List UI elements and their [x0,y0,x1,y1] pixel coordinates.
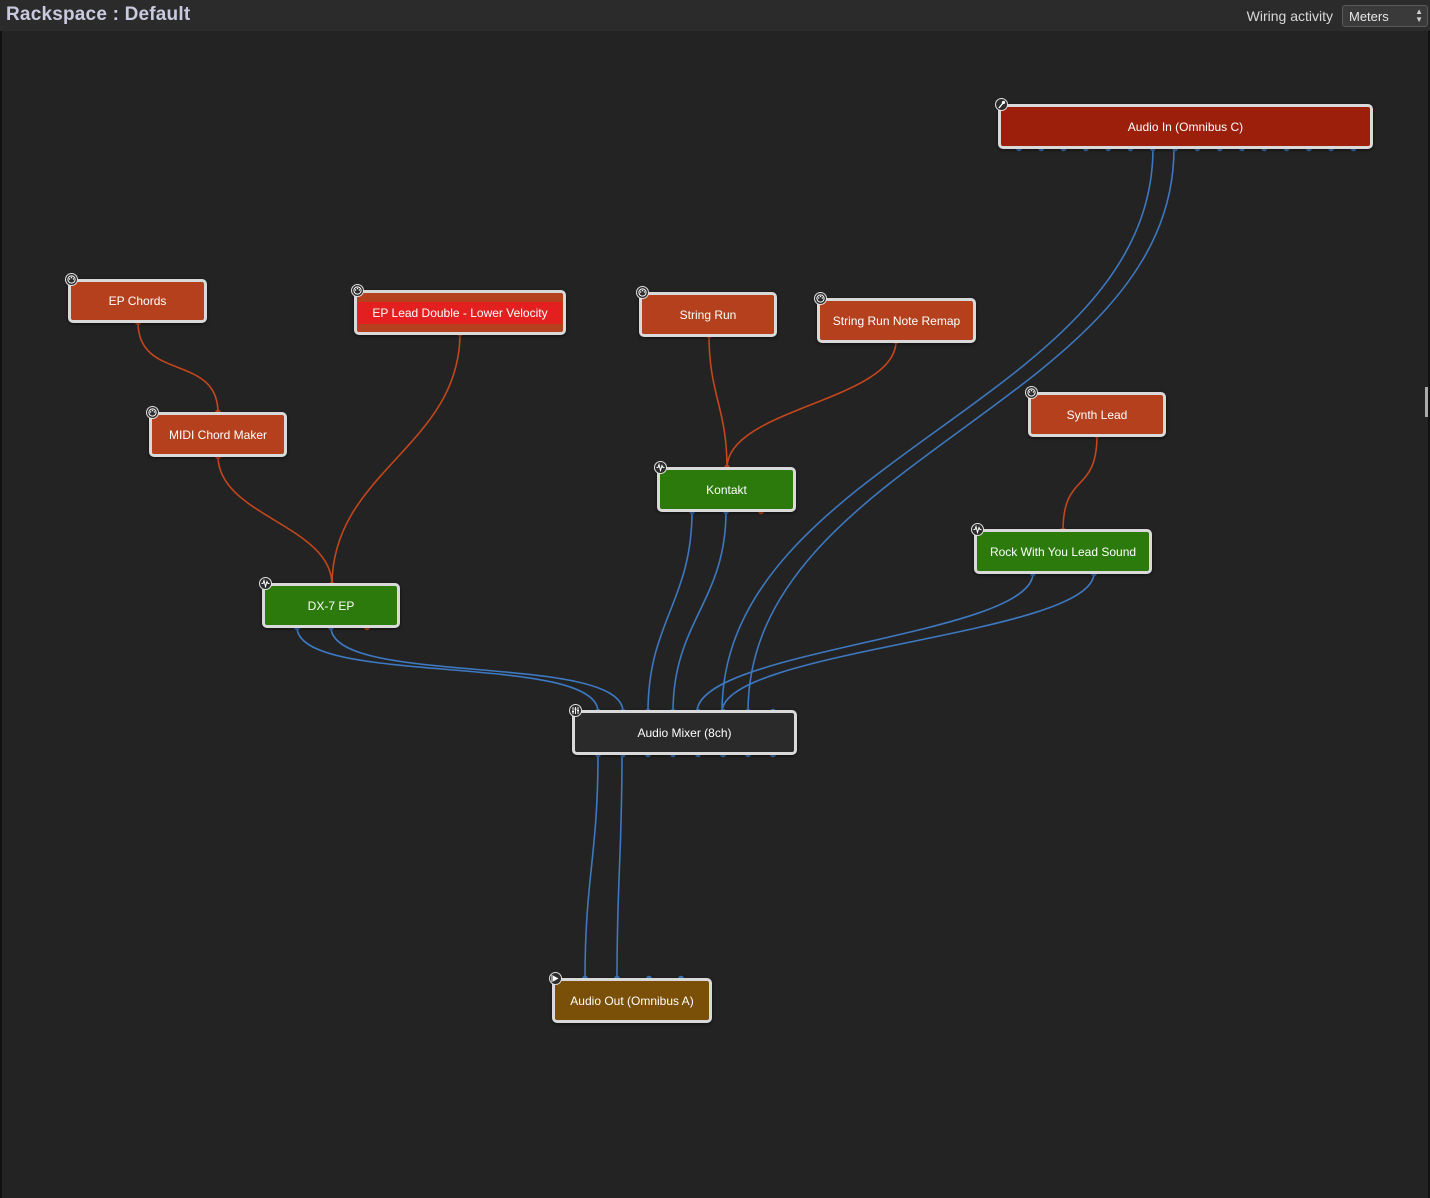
plugin-wave-icon [654,461,667,474]
audio-wire[interactable] [747,147,1175,713]
node-audio-in[interactable]: Audio In (Omnibus C) [995,98,1373,149]
audio-wire[interactable] [584,753,599,980]
midi-wire[interactable] [1062,434,1098,532]
plugin-wave-icon [259,577,272,590]
node-string-run[interactable]: String Run [636,286,777,337]
node-audio-mixer[interactable]: Audio Mixer (8ch) [569,704,797,755]
midi-wire[interactable] [708,334,728,469]
midi-wire[interactable] [137,321,219,414]
node-string-run-note-remap[interactable]: String Run Note Remap [814,292,976,343]
node-label: String Run Note Remap [832,313,961,328]
select-arrows-icon: ▲▼ [1415,7,1423,24]
node-label: EP Chords [108,294,167,308]
node-label: Audio Mixer (8ch) [637,725,732,740]
wiring-activity-value: Meters [1349,9,1389,24]
node-label: MIDI Chord Maker [168,427,268,442]
wiring-canvas[interactable] [0,31,1430,1198]
audio-wire[interactable] [296,626,599,713]
node-label: Synth Lead [1066,407,1128,422]
node-label: Kontakt [706,482,747,497]
wiring-activity-select[interactable]: Meters ▲▼ [1342,5,1428,27]
plugin-wave-icon [971,523,984,536]
node-rock-with-you-lead-sound[interactable]: Rock With You Lead Sound [971,523,1152,574]
node-label: DX-7 EP [307,598,355,613]
midi-port-icon [351,284,364,297]
scrollbar-thumb[interactable] [1425,387,1428,417]
audio-wire[interactable] [721,572,1095,713]
node-dx7-ep[interactable]: DX-7 EP [259,577,400,628]
play-speaker-icon [549,972,562,985]
midi-wire[interactable] [217,455,333,586]
audio-wire[interactable] [696,572,1034,713]
mixer-faders-icon [569,704,582,717]
node-kontakt[interactable]: Kontakt [654,461,796,512]
rackspace-title: Rackspace : Default [6,4,191,25]
audio-wire[interactable] [330,626,624,713]
audio-wire[interactable] [721,147,1154,713]
node-midi-chord-maker[interactable]: MIDI Chord Maker [146,406,287,457]
microphone-icon [995,98,1008,111]
midi-port-icon [1025,386,1038,399]
node-label: Audio Out (Omnibus A) [570,993,694,1008]
node-label: Audio In (Omnibus C) [1127,119,1244,134]
rackspace-header: Rackspace : Default Wiring activity Mete… [0,0,1430,32]
midi-port-icon [65,273,78,286]
node-audio-out[interactable]: Audio Out (Omnibus A) [549,972,712,1023]
midi-port-icon [814,292,827,305]
midi-port-icon [146,406,159,419]
node-label: String Run [679,307,737,322]
midi-wire[interactable] [331,332,461,586]
wiring-activity-label: Wiring activity [1246,8,1333,24]
midi-port-icon [636,286,649,299]
audio-wire[interactable] [647,510,693,713]
audio-wire[interactable] [616,753,623,980]
node-ep-lead-double[interactable]: EP Lead Double - Lower Velocity [351,284,566,335]
node-ep-chords[interactable]: EP Chords [65,273,207,323]
midi-wire[interactable] [726,340,897,469]
node-synth-lead[interactable]: Synth Lead [1025,386,1166,437]
node-label: Rock With You Lead Sound [989,544,1137,559]
audio-wire[interactable] [672,510,727,713]
node-label: EP Lead Double - Lower Velocity [358,301,562,324]
